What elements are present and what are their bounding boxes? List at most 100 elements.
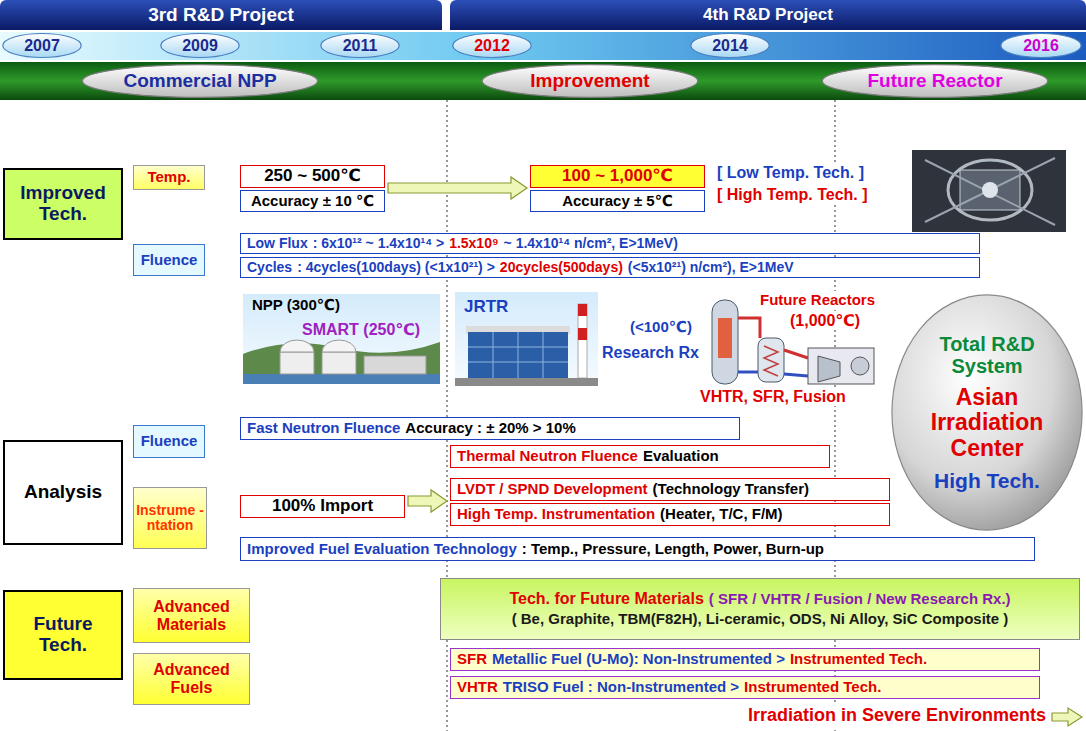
- spec-box: Low Flux: 6x10¹² ~ 1.4x10¹⁴ >1.5x10⁹~ 1.…: [240, 233, 980, 254]
- node-text: Low Flux: [247, 236, 308, 251]
- node-text: VHTR: [457, 679, 498, 696]
- node-text: Asian Irradiation Center: [914, 385, 1060, 461]
- node-text: ( SFR / VHTR / Fusion / New Research Rx.…: [709, 591, 1011, 608]
- trend-arrow: [1052, 708, 1082, 726]
- facility-photo: [948, 160, 1032, 220]
- reactor-core: [718, 318, 732, 358]
- oval-shape: [1001, 34, 1081, 58]
- tech-tag: [ High Temp. Tech. ]: [715, 185, 870, 204]
- phase-bar: 3rd R&D Project: [0, 0, 442, 30]
- value-box: 100% Import: [240, 495, 405, 518]
- node-text: Instrumented Tech.: [790, 651, 927, 668]
- node-text: Instrume -ntation: [136, 503, 204, 534]
- node-text: Instrumented Tech.: [744, 679, 881, 696]
- node-text: Improved Fuel Evaluation Technology: [247, 541, 517, 558]
- node-text: Evaluation: [643, 448, 719, 465]
- category-box: Analysis: [3, 440, 123, 545]
- spec-box: LVDT / SPND Development(Technology Trans…: [450, 478, 890, 501]
- node-text: 2016: [1023, 37, 1059, 55]
- category-box: Improved Tech.: [3, 168, 123, 240]
- flow-arrow: [388, 177, 527, 199]
- reactor-vessel: [712, 300, 738, 384]
- value-box: 100 ~ 1,000℃: [530, 165, 705, 188]
- node-text: Future Reactor: [867, 71, 1002, 92]
- npp-photo: [280, 340, 314, 352]
- node-text: Accuracy : ± 20% > 10%: [405, 420, 575, 437]
- jrtr-photo: [455, 292, 598, 386]
- node-text: Tech. for Future Materials: [509, 590, 703, 608]
- node-text: Commercial NPP: [123, 71, 276, 92]
- trend-note: Irradiation in Severe Environments: [746, 705, 1048, 727]
- node-text: High Temp. Instrumentation: [457, 506, 655, 523]
- node-text: Future Tech.: [11, 614, 115, 656]
- node-text: 2014: [712, 37, 748, 55]
- node-text: Fast Neutron Fluence: [247, 420, 400, 437]
- npp-photo: [364, 356, 426, 374]
- npp-photo: [322, 340, 356, 352]
- oval-shape: [482, 65, 698, 98]
- node-text: Accuracy ± 10 ℃: [251, 193, 374, 210]
- node-text: Advanced Fuels: [138, 661, 245, 696]
- facility-photo: [925, 158, 1055, 222]
- turbine-hall: [808, 348, 874, 384]
- heat-exchanger: [764, 346, 778, 376]
- spec-box: High Temp. Instrumentation(Heater, T/C, …: [450, 503, 890, 526]
- node-text: 1.5x10⁹: [449, 236, 498, 251]
- facility-photo: [982, 182, 998, 198]
- reactor-label: Future Reactors: [758, 291, 877, 309]
- cold-pipe: [784, 374, 808, 376]
- reactor-label: (<100℃): [628, 318, 694, 336]
- tech-tag: [ Low Temp. Tech. ]: [715, 163, 866, 182]
- phase-oval: Improvement: [480, 64, 700, 98]
- jrtr-photo: [468, 332, 568, 378]
- value-box: 250 ~ 500℃: [240, 165, 385, 188]
- node-text: : 4cycles(100days) (<1x10²¹) >: [297, 260, 495, 275]
- year-oval: 2007: [2, 33, 82, 58]
- node-text: Fluence: [141, 252, 198, 269]
- fuel-box: SFRMetallic Fuel (U-Mo): Non-Instrumente…: [450, 648, 1040, 671]
- node-text: 100% Import: [272, 497, 373, 516]
- fuel-box: VHTR TRISO Fuel : Non-Instrumented > Instr…: [450, 676, 1040, 699]
- year-oval: 2011: [320, 33, 400, 58]
- node-text: TRISO Fuel : Non-Instrumented >: [503, 679, 739, 696]
- node-text: (<5x10²¹) n/cm²), E>1MeV: [628, 260, 794, 275]
- node-text: Accuracy ± 5℃: [562, 193, 673, 210]
- phase-band: [0, 62, 1086, 100]
- hot-pipe: [784, 350, 808, 358]
- node-text: 100 ~ 1,000℃: [562, 167, 673, 186]
- center-oval: Total R&D SystemAsian Irradiation Center…: [890, 290, 1084, 535]
- oval-shape: [3, 34, 81, 58]
- year-oval: 2009: [160, 33, 240, 58]
- node-text: Advanced Materials: [138, 598, 245, 633]
- oval-shape: [892, 295, 1082, 530]
- hot-pipe: [738, 318, 760, 338]
- node-text: Temp.: [147, 169, 190, 186]
- topic-box: Fluence: [133, 425, 205, 458]
- node-text: 2011: [343, 37, 378, 55]
- cold-pipe: [738, 371, 758, 374]
- npp-photo: [280, 352, 314, 374]
- node-text: 2012: [474, 37, 510, 55]
- node-text: SFR: [457, 651, 487, 668]
- topic-box: Advanced Materials: [133, 588, 250, 643]
- turbine: [818, 356, 840, 382]
- jrtr-photo: [468, 332, 568, 378]
- facility-photo: [912, 150, 1066, 232]
- topic-box: Fluence: [133, 244, 205, 276]
- node-text: : Temp., Pressure, Length, Power, Burn-u…: [522, 541, 824, 558]
- spec-box: Thermal Neutron FluenceEvaluation: [450, 445, 830, 468]
- node-text: ~ 1.4x10¹⁴ n/cm², E>1MeV): [504, 236, 678, 251]
- reactor-label: (1,000℃): [788, 311, 862, 330]
- phase-oval: Future Reactor: [820, 64, 1050, 98]
- oval-shape: [321, 34, 399, 58]
- oval-shape: [161, 34, 239, 58]
- node-text: 2007: [24, 37, 60, 55]
- photo-caption: JRTR: [462, 297, 510, 317]
- topic-box: Temp.: [133, 165, 205, 190]
- npp-photo: [243, 294, 440, 384]
- generator: [851, 357, 869, 375]
- material-box: Tech. for Future Materials ( SFR / VHTR /…: [440, 578, 1080, 640]
- phase-oval: Commercial NPP: [80, 64, 320, 98]
- oval-shape: [822, 65, 1047, 98]
- reactor-label: VHTR, SFR, Fusion: [698, 387, 848, 406]
